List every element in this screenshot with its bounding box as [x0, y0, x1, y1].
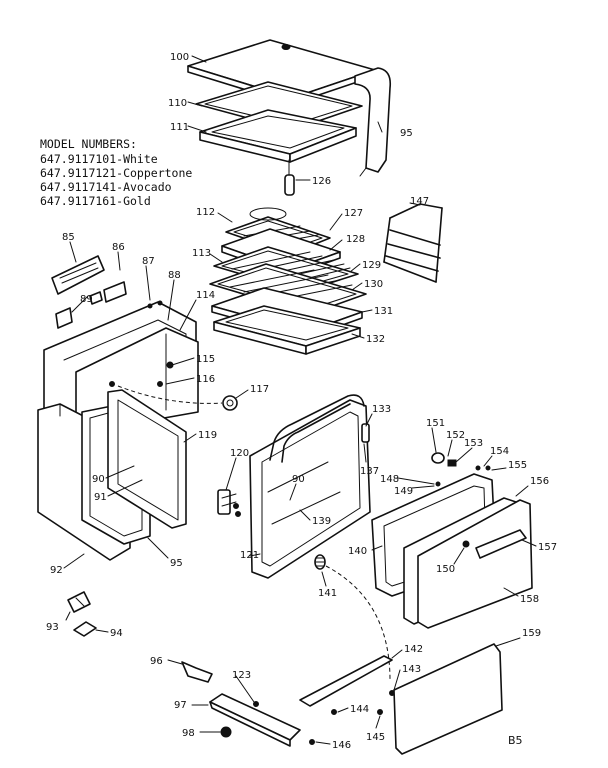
callout-112: 112 — [196, 207, 215, 218]
callout-87: 87 — [142, 256, 155, 267]
rail-142 — [299, 655, 395, 707]
part-98 — [220, 726, 232, 738]
callout-150: 150 — [436, 564, 455, 575]
callout-113: 113 — [192, 248, 211, 259]
callout-151: 151 — [426, 418, 445, 429]
callout-127: 127 — [344, 208, 363, 219]
callout-114: 114 — [196, 290, 215, 301]
callout-117: 117 — [250, 384, 269, 395]
callout-143: 143 — [402, 664, 421, 675]
oven-burner-tray-132 — [213, 305, 361, 355]
callout-133: 133 — [372, 404, 391, 415]
callout-156: 156 — [530, 476, 549, 487]
callout-153: 153 — [464, 438, 483, 449]
oven-door-frame-121 — [249, 394, 371, 579]
kick-plate-97 — [209, 693, 301, 747]
part-141 — [314, 554, 326, 570]
callout-128: 128 — [346, 234, 365, 245]
callout-100: 100 — [170, 52, 189, 63]
callout-142: 142 — [404, 644, 423, 655]
callout-92: 92 — [50, 565, 63, 576]
label-plate-85 — [51, 255, 105, 295]
part-133 — [361, 423, 370, 443]
model-numbers-heading: MODEL NUMBERS: — [40, 137, 137, 151]
callout-140: 140 — [348, 546, 367, 557]
door-outer-panel-158 — [417, 499, 533, 629]
callout-86: 86 — [112, 242, 125, 253]
callout-95-lower: 95 — [170, 558, 183, 569]
door-hardware-151-155 — [431, 452, 491, 487]
callout-137: 137 — [360, 466, 379, 477]
callout-158: 158 — [520, 594, 539, 605]
callout-94: 94 — [110, 628, 123, 639]
callout-144: 144 — [350, 704, 369, 715]
drawer-front-159 — [393, 643, 503, 755]
callout-139: 139 — [312, 516, 331, 527]
callout-89: 89 — [80, 294, 93, 305]
callout-141: 141 — [318, 588, 337, 599]
part-89 — [55, 281, 127, 329]
callout-148: 148 — [380, 474, 399, 485]
part-93 — [67, 591, 91, 613]
callout-88: 88 — [168, 270, 181, 281]
model-numbers-block: MODEL NUMBERS: 647.9117101-White 647.911… — [40, 137, 192, 208]
model-number-gold: 647.9117161-Gold — [40, 194, 151, 208]
callout-111: 111 — [170, 122, 189, 133]
callout-96: 96 — [150, 656, 163, 667]
callout-120: 120 — [230, 448, 249, 459]
callout-121: 121 — [240, 550, 259, 561]
callout-145: 145 — [366, 732, 385, 743]
rack-guide-147 — [383, 203, 443, 283]
callout-149: 149 — [394, 486, 413, 497]
callout-97: 97 — [174, 700, 187, 711]
side-trim-95-top — [354, 67, 392, 177]
side-panel-119 — [107, 389, 187, 529]
hinge-120 — [217, 489, 241, 517]
callout-115: 115 — [196, 354, 215, 365]
callout-90-door: 90 — [292, 474, 305, 485]
callout-129: 129 — [362, 260, 381, 271]
callout-110: 110 — [168, 98, 187, 109]
leader-lines — [63, 55, 537, 745]
callout-131: 131 — [374, 306, 393, 317]
small-parts-144-146 — [309, 709, 383, 745]
callout-130: 130 — [364, 279, 383, 290]
callout-132: 132 — [366, 334, 385, 345]
callout-91: 91 — [94, 492, 107, 503]
callout-90-left: 90 — [92, 474, 105, 485]
callout-119: 119 — [198, 430, 217, 441]
model-number-white: 647.9117101-White — [40, 152, 158, 166]
callout-157: 157 — [538, 542, 557, 553]
callout-155: 155 — [508, 460, 527, 471]
callout-93: 93 — [46, 622, 59, 633]
part-96 — [181, 661, 213, 683]
callout-123: 123 — [232, 670, 251, 681]
burner-box-111 — [199, 109, 357, 163]
callout-98: 98 — [182, 728, 195, 739]
callout-labels: 100 110 111 95 126 112 127 128 113 129 1… — [46, 52, 557, 751]
callout-154: 154 — [490, 446, 509, 457]
callout-147: 147 — [410, 196, 429, 207]
callout-95-top: 95 — [400, 128, 413, 139]
callout-116: 116 — [196, 374, 215, 385]
callout-159: 159 — [522, 628, 541, 639]
page-code: B5 — [508, 734, 523, 747]
knob-117 — [222, 395, 238, 411]
model-number-avocado: 647.9117141-Avocado — [40, 180, 172, 194]
callout-152: 152 — [446, 430, 465, 441]
part-94 — [73, 621, 97, 637]
model-number-coppertone: 647.9117121-Coppertone — [40, 166, 192, 180]
callout-146: 146 — [332, 740, 351, 751]
callout-85: 85 — [62, 232, 75, 243]
part-126 — [284, 159, 295, 196]
callout-126: 126 — [312, 176, 331, 187]
